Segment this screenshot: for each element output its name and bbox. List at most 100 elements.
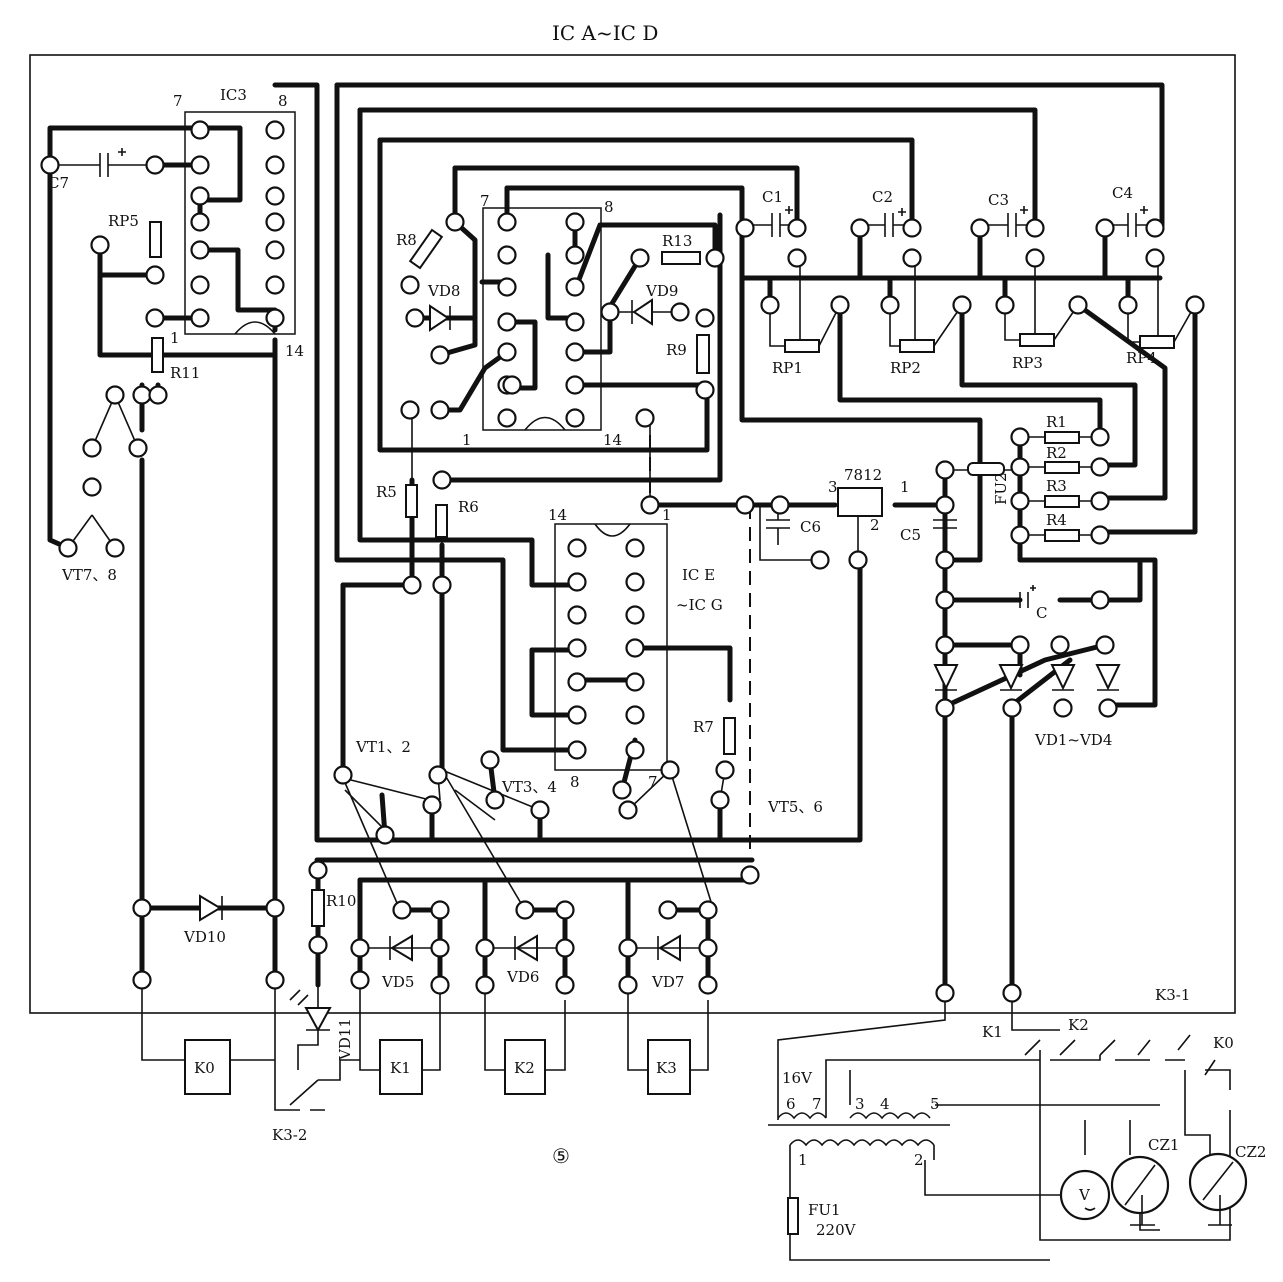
relay-k2: [504, 1039, 546, 1095]
solder-pad: [1050, 635, 1070, 655]
label-r13: R13: [662, 232, 692, 250]
svg-text:1: 1: [462, 431, 472, 449]
label-vd9: VD9: [645, 282, 678, 300]
relay-k3: [647, 1039, 691, 1095]
solder-pad: [1090, 457, 1110, 477]
solder-pad: [565, 245, 585, 265]
solder-pad: [1068, 295, 1088, 315]
solder-pad: [618, 800, 638, 820]
label-r1: R1: [1046, 413, 1067, 431]
solder-pad: [935, 983, 955, 1003]
solder-pad: [515, 900, 535, 920]
solder-pad: [82, 477, 102, 497]
solder-pad: [265, 155, 285, 175]
resistor-r2: [1044, 461, 1080, 474]
solder-pad: [190, 240, 210, 260]
svg-text:7: 7: [173, 92, 183, 110]
ic3-outline: [184, 111, 296, 335]
resistor-r13: [661, 251, 701, 265]
solder-pad: [635, 408, 655, 428]
svg-text:8: 8: [278, 92, 288, 110]
solder-pad: [935, 495, 955, 515]
svg-text:7: 7: [812, 1095, 822, 1113]
figure-number: ⑤: [552, 1144, 570, 1168]
svg-text:1: 1: [170, 329, 180, 347]
label-c2: C2: [872, 188, 893, 206]
solder-pad: [430, 900, 450, 920]
solder-pad: [1185, 295, 1205, 315]
pot-rp3: [1019, 333, 1055, 347]
solder-pad: [392, 900, 412, 920]
voltmeter: [1059, 1169, 1111, 1221]
cz1-plug: [1124, 1164, 1156, 1226]
pot-rp4: [1139, 335, 1175, 349]
svg-text:5: 5: [930, 1095, 940, 1113]
solder-pad: [698, 938, 718, 958]
label-vt12: VT1、2: [355, 738, 411, 756]
solder-pad: [128, 438, 148, 458]
label-meter: V: [1078, 1186, 1091, 1204]
relay-k1: [379, 1039, 423, 1095]
traces: [47, 82, 1198, 988]
solder-pad: [695, 380, 715, 400]
label-k3: K3: [656, 1059, 677, 1077]
solder-pad: [265, 240, 285, 260]
solder-pad: [555, 938, 575, 958]
solder-pad: [428, 765, 448, 785]
label-r7: R7: [693, 718, 714, 736]
label-vd1-vd4: VD1~VD4: [1034, 731, 1112, 749]
solder-pad: [82, 438, 102, 458]
solder-pad: [422, 795, 442, 815]
label-cz2: CZ2: [1235, 1143, 1266, 1161]
solder-pad: [1053, 698, 1073, 718]
svg-text:1: 1: [662, 506, 672, 524]
solder-pad: [567, 572, 587, 592]
solder-pad: [695, 308, 715, 328]
label-vd11: VD11: [336, 1018, 354, 1061]
solder-pad: [670, 302, 690, 322]
solder-pad: [625, 572, 645, 592]
label-r6: R6: [458, 498, 479, 516]
solder-pad: [567, 672, 587, 692]
solder-pad: [265, 898, 285, 918]
solder-pad: [1002, 983, 1022, 1003]
solder-pad: [565, 342, 585, 362]
solder-pad: [430, 975, 450, 995]
solder-pad: [1095, 635, 1115, 655]
solder-pad: [90, 235, 110, 255]
label-c3: C3: [988, 191, 1009, 209]
solder-pad: [1145, 248, 1165, 268]
label-r3: R3: [1046, 477, 1067, 495]
solder-pad: [430, 400, 450, 420]
solder-pad: [567, 740, 587, 760]
label-cz1: CZ1: [1148, 1136, 1179, 1154]
svg-text:7: 7: [480, 192, 490, 210]
solder-pad: [190, 212, 210, 232]
label-k1-switch: K1: [982, 1023, 1003, 1041]
label-vd7: VD7: [651, 973, 684, 991]
svg-text:4: 4: [880, 1095, 890, 1113]
solder-pad: [190, 120, 210, 140]
relay-k0: [184, 1039, 231, 1095]
solder-pad: [1098, 698, 1118, 718]
solder-pad: [567, 605, 587, 625]
resistors: [149, 221, 1175, 1235]
label-vd10: VD10: [183, 928, 226, 946]
diagram-title: IC A~IC D: [552, 21, 658, 45]
solder-pad: [485, 790, 505, 810]
svg-text:7: 7: [648, 773, 658, 791]
svg-text:2: 2: [870, 516, 880, 534]
solder-pad: [555, 975, 575, 995]
solder-pad: [787, 248, 807, 268]
solder-pad: [565, 277, 585, 297]
solder-pad: [497, 245, 517, 265]
meter-tilde: [1084, 1207, 1096, 1211]
label-220v: 220V: [816, 1221, 857, 1239]
solder-pad: [640, 495, 660, 515]
solder-pad: [265, 186, 285, 206]
solder-pad: [432, 470, 452, 490]
solder-pad: [1025, 218, 1045, 238]
solder-pad: [658, 900, 678, 920]
board-outline: [29, 54, 1236, 1014]
